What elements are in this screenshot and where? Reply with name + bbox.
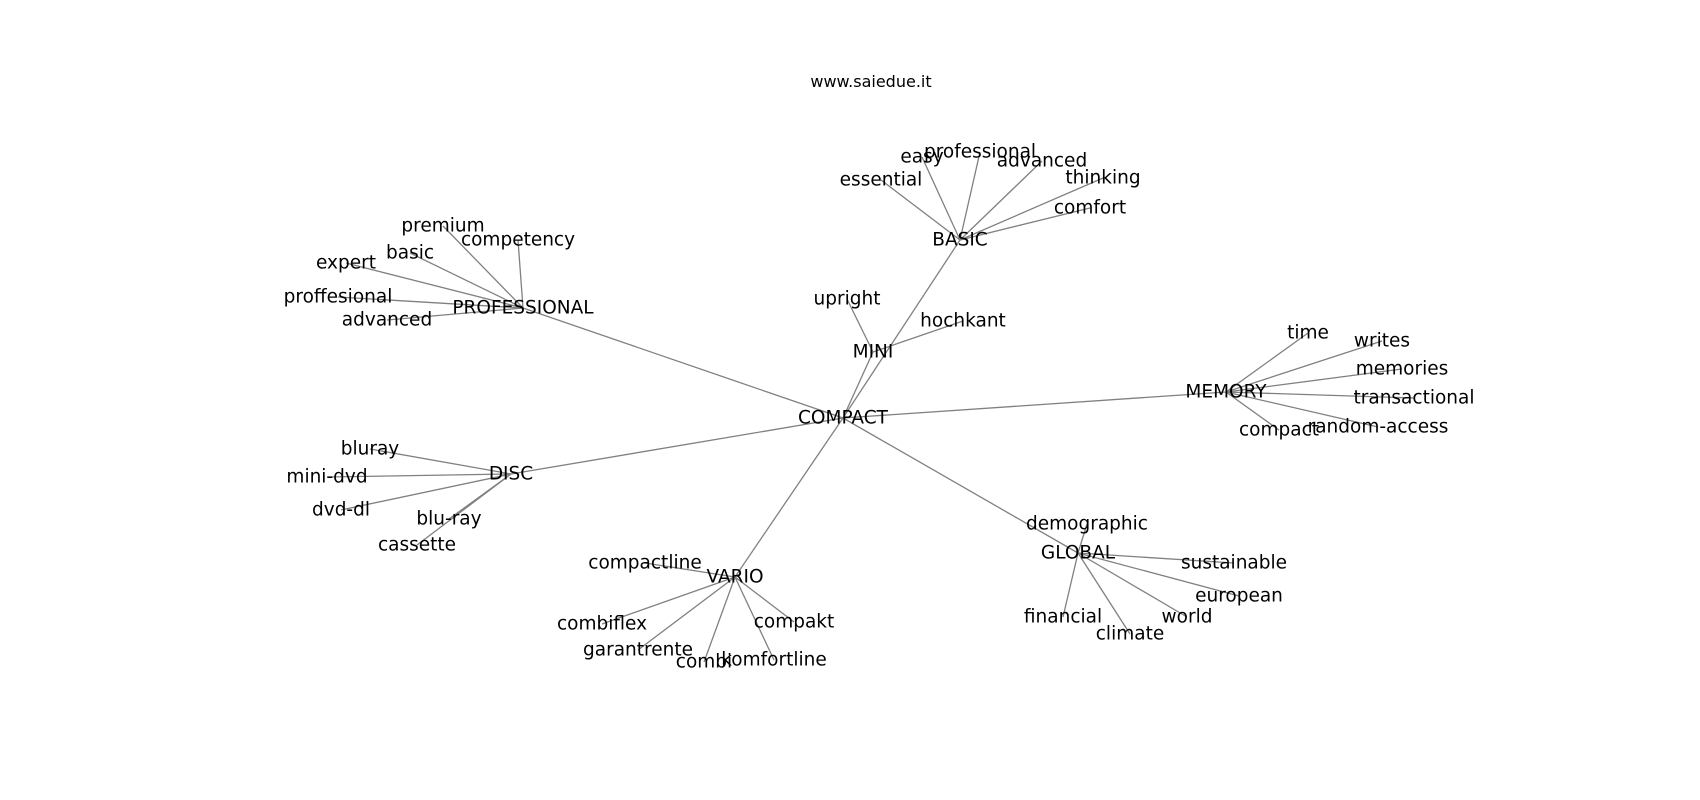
leaf-node-label: compakt <box>754 612 835 633</box>
edge-disc_hub-leaf-4 <box>416 473 512 546</box>
edge-center-mini_hub <box>842 351 874 419</box>
edges-layer <box>326 151 1415 663</box>
leaf-node-label: mini-dvd <box>286 467 367 488</box>
leaf-node-label: world <box>1162 607 1213 628</box>
edge-professional_hub-leaf-4 <box>337 296 524 309</box>
edge-disc_hub-leaf-1 <box>326 473 512 478</box>
leaf-node-label: basic <box>386 243 434 264</box>
edge-mini_hub-leaf-1 <box>872 320 964 353</box>
leaf-node-label: cassette <box>378 535 456 556</box>
edge-professional_hub-leaf-5 <box>386 307 524 321</box>
leaf-node-label: european <box>1195 586 1283 607</box>
hub-node-label-basic_hub: BASIC <box>932 230 987 251</box>
edge-professional_hub-leaf-2 <box>409 252 524 309</box>
edge-center-global_hub <box>842 417 1079 554</box>
hub-node-label-mini_hub: MINI <box>853 342 894 363</box>
edge-global_hub-leaf-1 <box>1077 552 1235 564</box>
edge-basic_hub-leaf-4 <box>959 177 1104 241</box>
edge-vario_hub-leaf-5 <box>734 576 795 623</box>
hub-node-label-memory_hub: MEMORY <box>1185 382 1267 403</box>
edge-center-disc_hub <box>510 417 844 475</box>
edge-professional_hub-leaf-3 <box>345 262 524 309</box>
leaf-node-label: transactional <box>1354 388 1475 409</box>
leaf-node-label: upright <box>814 289 881 310</box>
leaf-node-label: comfort <box>1054 198 1126 219</box>
edge-professional_hub-leaf-0 <box>442 225 524 309</box>
leaf-node-label: compact <box>1239 420 1319 441</box>
edge-disc_hub-leaf-2 <box>340 473 512 511</box>
edge-vario_hub-leaf-1 <box>601 576 736 625</box>
leaf-node-label: financial <box>1024 607 1102 628</box>
labels-layer: COMPACTBASICeasyprofessionaladvancedesse… <box>284 142 1475 673</box>
leaf-node-label: sustainable <box>1181 553 1287 574</box>
edge-vario_hub-leaf-3 <box>703 576 736 663</box>
edge-memory_hub-leaf-2 <box>1225 368 1403 393</box>
leaf-node-label: competency <box>461 230 575 251</box>
edge-memory_hub-leaf-4 <box>1225 391 1379 428</box>
edge-memory_hub-leaf-5 <box>1225 391 1280 431</box>
edge-disc_hub-leaf-0 <box>369 448 512 475</box>
leaf-node-label: easy <box>900 147 943 168</box>
leaf-node-label: demographic <box>1026 514 1148 535</box>
edge-basic_hub-leaf-0 <box>921 156 961 241</box>
edge-global_hub-leaf-2 <box>1077 552 1240 597</box>
leaf-node-label: expert <box>316 253 376 274</box>
leaf-node-label: combiflex <box>557 614 647 635</box>
leaf-node-label: memories <box>1356 359 1449 380</box>
leaf-node-label: dvd-dl <box>312 500 370 521</box>
edge-memory_hub-leaf-0 <box>1225 332 1309 393</box>
edge-basic_hub-leaf-3 <box>880 179 961 241</box>
edge-center-memory_hub <box>842 391 1227 419</box>
hub-node-label-global_hub: GLOBAL <box>1041 543 1116 564</box>
leaf-node-label: essential <box>840 170 923 191</box>
edge-mini_hub-leaf-0 <box>846 298 874 353</box>
hub-node-label-vario_hub: VARIO <box>707 567 764 588</box>
edge-center-basic_hub <box>842 239 961 419</box>
edge-center-professional_hub <box>522 307 844 419</box>
leaf-node-label: garantrente <box>583 640 693 661</box>
leaf-node-label: advanced <box>342 310 432 331</box>
center-node-label: COMPACT <box>798 408 889 429</box>
leaf-node-label: komfortline <box>721 650 826 671</box>
edge-center-vario_hub <box>734 417 844 578</box>
edge-basic_hub-leaf-2 <box>959 160 1043 241</box>
leaf-node-label: bluray <box>341 439 400 460</box>
leaf-node-label: climate <box>1096 624 1164 645</box>
edge-vario_hub-leaf-0 <box>644 562 736 578</box>
edge-basic_hub-leaf-5 <box>959 207 1091 241</box>
leaf-node-label: combi <box>676 652 732 673</box>
edge-global_hub-leaf-4 <box>1062 552 1079 618</box>
leaf-node-label: time <box>1287 323 1329 344</box>
site-title: www.saiedue.it <box>810 72 931 91</box>
edge-global_hub-leaf-5 <box>1077 552 1131 635</box>
edge-global_hub-leaf-3 <box>1077 552 1188 618</box>
leaf-node-label: hochkant <box>920 311 1006 332</box>
edge-professional_hub-leaf-1 <box>517 239 524 309</box>
edge-vario_hub-leaf-4 <box>734 576 775 661</box>
edge-basic_hub-leaf-1 <box>959 151 981 241</box>
leaf-node-label: premium <box>401 216 484 237</box>
leaf-node-label: writes <box>1354 331 1410 352</box>
leaf-node-label: compactline <box>588 553 701 574</box>
edge-memory_hub-leaf-1 <box>1225 340 1383 393</box>
leaf-node-label: professional <box>924 142 1036 163</box>
hub-node-label-disc_hub: DISC <box>489 464 533 485</box>
leaf-node-label: thinking <box>1065 168 1140 189</box>
leaf-node-label: random-access <box>1308 417 1449 438</box>
edge-vario_hub-leaf-2 <box>637 576 736 651</box>
leaf-node-label: advanced <box>997 151 1087 172</box>
hub-node-label-professional_hub: PROFESSIONAL <box>452 298 594 319</box>
leaf-node-label: blu-ray <box>416 509 481 530</box>
edge-global_hub-leaf-0 <box>1077 523 1088 554</box>
edge-memory_hub-leaf-3 <box>1225 391 1415 399</box>
leaf-node-label: proffesional <box>284 287 393 308</box>
